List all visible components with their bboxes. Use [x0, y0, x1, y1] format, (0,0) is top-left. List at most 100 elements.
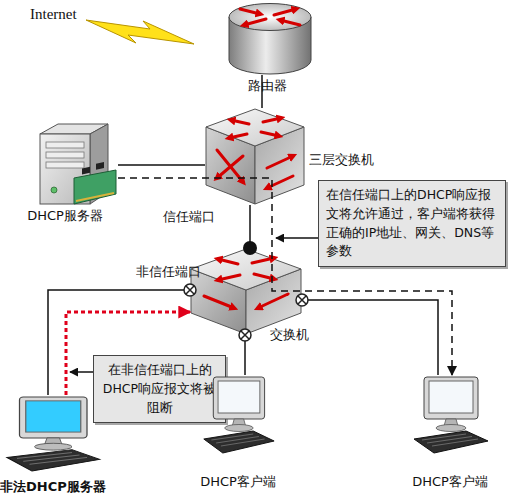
art-polygon: [191, 249, 301, 290]
leader-arrow: [70, 371, 93, 373]
art-ellipse: [35, 443, 73, 450]
art-line: [217, 150, 243, 182]
art-line: [216, 437, 259, 444]
router-icon: 路由器: [228, 2, 312, 75]
client-icon: DHCP客户端: [410, 375, 490, 457]
art-polygon: [191, 269, 246, 334]
callout-text: 在非信任端口上的DHCP响应报文将被阻断: [101, 361, 218, 417]
art-line: [23, 455, 79, 461]
device-illustration: [12, 120, 118, 206]
dhcp-server-icon: DHCP服务器: [12, 120, 118, 206]
art-circle: [296, 294, 308, 306]
art-line: [427, 437, 472, 444]
art-ellipse: [229, 4, 311, 31]
callout-box: 在信任端口上的DHCP响应报文将允许通过，客户端将获得正确的IP地址、网关、DN…: [318, 180, 506, 267]
art-rect: [40, 134, 90, 204]
art-polygon: [45, 438, 63, 445]
art-circle: [51, 187, 57, 193]
art-path: [298, 296, 306, 304]
device-illustration: [410, 375, 490, 457]
art-line: [244, 19, 266, 25]
art-line: [30, 457, 88, 464]
art-line: [267, 156, 293, 168]
art-rect: [424, 377, 478, 419]
art-polygon: [204, 431, 274, 453]
device-label: 交换机: [270, 327, 309, 343]
device-label: DHCP客户端: [405, 474, 495, 490]
art-polygon: [90, 124, 108, 204]
art-polygon: [206, 109, 304, 146]
untrusted-port-mark: [296, 294, 308, 306]
art-line: [221, 439, 265, 446]
rogue-server-icon: 非法DHCP服务器: [2, 395, 102, 475]
art-line: [280, 20, 300, 25]
untrusted-port-mark: [184, 284, 196, 296]
art-circle: [184, 284, 196, 296]
art-line: [254, 274, 274, 279]
art-line: [204, 296, 234, 308]
art-line: [240, 9, 260, 14]
device-label: DHCP客户端: [193, 474, 283, 490]
callout-text: 在信任端口上的DHCP响应报文将允许通过，客户端将获得正确的IP地址、网关、DN…: [326, 186, 498, 261]
switch-icon: 交换机: [190, 248, 302, 335]
art-line: [229, 134, 247, 138]
art-ellipse: [436, 425, 466, 432]
device-illustration: [205, 108, 305, 205]
art-line: [218, 275, 240, 280]
art-rect: [218, 381, 260, 413]
art-polygon: [7, 450, 100, 471]
layer3-switch-icon: 三层交换机: [205, 108, 305, 205]
port-label: Internet: [30, 5, 77, 23]
link-line: [249, 205, 251, 248]
art-rect: [46, 142, 84, 148]
dashed-connector: [118, 178, 452, 375]
art-line: [258, 294, 288, 308]
art-path: [229, 17, 311, 74]
link-line: [48, 290, 190, 395]
art-rect: [96, 162, 104, 170]
art-line: [76, 193, 114, 201]
device-label: 路由器: [248, 78, 287, 94]
art-rect: [20, 397, 88, 438]
link-line: [302, 300, 438, 375]
art-line: [231, 120, 249, 124]
art-rect: [46, 152, 84, 158]
art-line: [217, 156, 243, 178]
link-line: [244, 335, 246, 375]
link-line: [261, 75, 263, 108]
art-rect: [213, 377, 264, 419]
art-line: [422, 434, 466, 440]
art-line: [218, 259, 238, 264]
lightning-bolt: [86, 20, 194, 44]
art-line: [274, 9, 296, 15]
art-line: [252, 258, 274, 263]
port-label: 信任端口: [163, 209, 215, 225]
device-label: DHCP服务器: [7, 208, 123, 224]
art-rect: [46, 162, 84, 168]
art-path: [186, 286, 194, 294]
port-label: 非信任端口: [136, 264, 201, 280]
leader-arrow: [276, 237, 318, 239]
untrusted-port-mark: [239, 329, 251, 341]
trusted-port-dot: [243, 241, 257, 255]
dashed-connector: [66, 312, 190, 395]
art-line: [211, 434, 253, 440]
device-label: 三层交换机: [309, 152, 374, 168]
art-rect: [429, 381, 473, 413]
device-illustration: [190, 248, 302, 335]
art-polygon: [74, 170, 116, 204]
art-circle: [239, 329, 251, 341]
art-line: [261, 132, 279, 136]
art-line: [263, 118, 281, 122]
device-illustration: [228, 2, 312, 75]
art-polygon: [444, 419, 458, 426]
art-polygon: [206, 127, 255, 204]
art-polygon: [246, 269, 301, 334]
art-path: [241, 331, 249, 339]
art-line: [267, 176, 293, 188]
